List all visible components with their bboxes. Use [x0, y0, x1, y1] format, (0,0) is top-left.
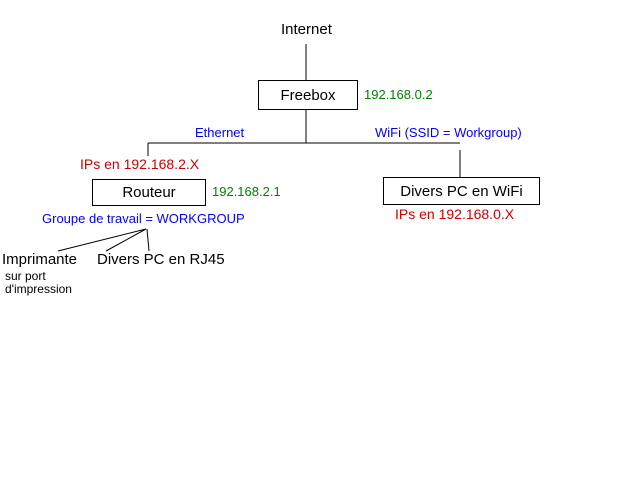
router-label: Routeur: [122, 184, 176, 201]
wifi-pc-node: Divers PC en WiFi: [383, 177, 540, 205]
rj45-pc-label: Divers PC en RJ45: [97, 251, 225, 268]
router-node: Routeur: [92, 179, 206, 206]
freebox-node: Freebox: [258, 80, 358, 110]
wifi-branch-label: WiFi (SSID = Workgroup): [375, 125, 522, 140]
router-subnet-label: IPs en 192.168.2.X: [80, 156, 200, 172]
printer-label: Imprimante: [2, 251, 78, 268]
workgroup-label: Groupe de travail = WORKGROUP: [42, 211, 245, 226]
ethernet-branch-label: Ethernet: [195, 125, 245, 140]
wifi-pc-subnet-label: IPs en 192.168.0.X: [395, 206, 515, 222]
line-router-printer: [57, 228, 147, 252]
router-ip: 192.168.2.1: [212, 184, 281, 199]
wifi-pc-label: Divers PC en WiFi: [400, 182, 523, 200]
printer-sub-line2: d'impression: [5, 282, 72, 296]
line-router-pc2: [146, 228, 150, 252]
freebox-ip: 192.168.0.2: [364, 87, 433, 102]
internet-label: Internet: [281, 21, 332, 38]
line-router-pc1: [105, 228, 147, 252]
printer-sub-line1: sur port: [5, 269, 46, 283]
freebox-label: Freebox: [280, 86, 336, 104]
